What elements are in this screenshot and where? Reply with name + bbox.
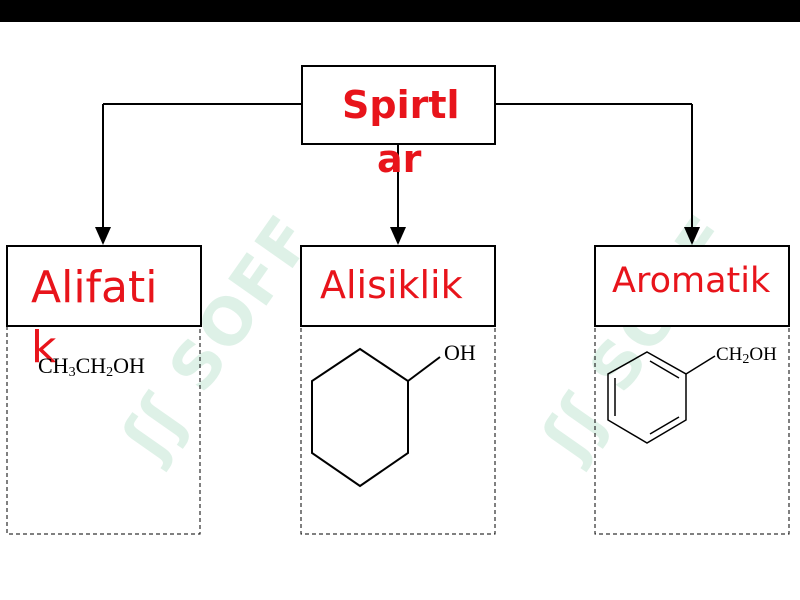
root-box-spirtlar bbox=[301, 65, 496, 145]
root-label-line-1: Spirtl bbox=[342, 83, 460, 127]
box-aromatik bbox=[594, 245, 790, 327]
box-alisiklik bbox=[300, 245, 496, 327]
label-aromatik: Aromatik bbox=[612, 261, 771, 301]
root-label-line-2: ar bbox=[377, 137, 422, 181]
alisiklik-panel bbox=[300, 325, 496, 535]
formula-ethanol: CH3CH2OH bbox=[38, 353, 145, 380]
top-bar bbox=[0, 0, 800, 22]
aromatik-panel bbox=[594, 325, 790, 535]
label-alifatik-line-1: Alifati bbox=[31, 262, 158, 313]
box-alifatik bbox=[6, 245, 202, 327]
cyclohexane-ring bbox=[311, 347, 441, 488]
formula-cyclohexanol-oh: OH bbox=[444, 340, 476, 365]
label-alisiklik: Alisiklik bbox=[320, 263, 463, 307]
label-alifatik-line-2: k bbox=[31, 322, 57, 373]
formula-benzyl-alcohol: CH2OH bbox=[716, 344, 777, 367]
alifatik-panel bbox=[6, 325, 201, 535]
benzene-ring bbox=[607, 351, 716, 444]
